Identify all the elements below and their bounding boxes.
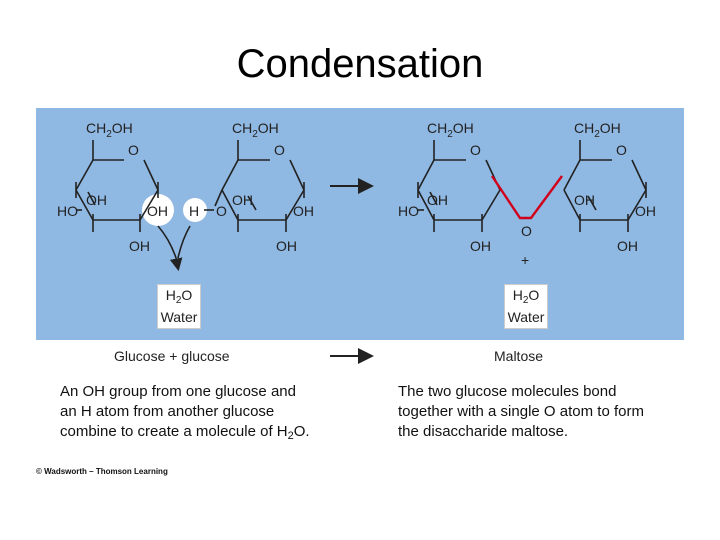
- maltose2-oh-c2: OH: [574, 192, 595, 208]
- maltose1-oh-c2: OH: [427, 192, 448, 208]
- glucose2-ring-o: O: [274, 142, 285, 158]
- plus-sign: +: [521, 252, 529, 268]
- water-label-right: Water: [507, 309, 545, 325]
- glucose2-h: H: [189, 203, 199, 219]
- equation-reactants: Glucose + glucose: [114, 348, 230, 364]
- water-formula-right: H2O: [512, 287, 540, 306]
- bridge-o: O: [521, 223, 532, 239]
- description-right: The two glucose molecules bond together …: [398, 382, 644, 442]
- equation-product: Maltose: [494, 348, 544, 364]
- reaction-panel: [36, 108, 684, 340]
- description-left-line3: combine to create a molecule of H2O.: [60, 423, 310, 442]
- glucose1-oh-bottom: OH: [129, 238, 150, 254]
- maltose1-oh-bottom: OH: [470, 238, 491, 254]
- description-right-line2: together with a single O atom to form: [398, 403, 644, 420]
- glucose1-oh-c1: OH: [147, 203, 168, 219]
- highlight-h: [183, 198, 207, 222]
- glucose1-ring-o: O: [128, 142, 139, 158]
- glucose2-oh-bottom: OH: [276, 238, 297, 254]
- water-box-left: H2O Water: [157, 284, 201, 329]
- maltose2-ring-o: O: [616, 142, 627, 158]
- maltose1-ho: HO: [398, 203, 419, 219]
- maltose2-oh-bottom: OH: [617, 238, 638, 254]
- credit-line: © Wadsworth – Thomson Learning: [36, 467, 168, 476]
- description-left-line2: an H atom from another glucose: [60, 403, 275, 420]
- glucose2-oh-right: OH: [293, 203, 314, 219]
- glucose1-ch2oh-label: CH2OH: [86, 120, 133, 140]
- description-left: An OH group from one glucose and an H at…: [60, 382, 310, 446]
- glucose-1: [75, 140, 159, 232]
- glucose2-ch2oh-label: CH2OH: [232, 120, 279, 140]
- maltose1-ring-o: O: [470, 142, 481, 158]
- glucose-2: [204, 140, 305, 232]
- maltose2-ch2oh-label: CH2OH: [574, 120, 621, 140]
- glucose2-o-left: O: [216, 203, 227, 219]
- water-box-right: H2O Water: [504, 284, 548, 329]
- glucose1-oh-c2: OH: [86, 192, 107, 208]
- water-label-left: Water: [160, 309, 198, 325]
- curved-arrow-branch: [177, 225, 191, 259]
- water-formula-left: H2O: [165, 287, 193, 306]
- maltose1-ch2oh-label: CH2OH: [427, 120, 474, 140]
- maltose2-oh-right: OH: [635, 203, 656, 219]
- description-right-line3: the disaccharide maltose.: [398, 423, 569, 440]
- maltose-ring-2: [563, 140, 647, 232]
- glucose1-ho: HO: [57, 203, 78, 219]
- glucose2-oh-c2: OH: [232, 192, 253, 208]
- glycosidic-bond: [491, 175, 563, 220]
- maltose-ring-1: [417, 140, 501, 232]
- description-right-line1: The two glucose molecules bond: [398, 383, 617, 400]
- description-left-line1: An OH group from one glucose and: [60, 383, 296, 400]
- slide-title: Condensation: [236, 42, 484, 86]
- curved-arrow-to-water: [157, 225, 183, 272]
